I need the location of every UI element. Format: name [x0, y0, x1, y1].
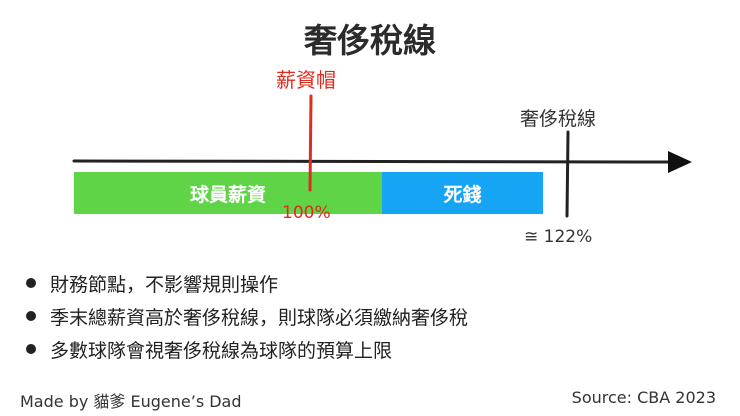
author-credit: Made by 貓爹 Eugene’s Dad [20, 392, 242, 411]
bullet-list: 財務節點，不影響規則操作 季末總薪資高於奢侈稅線，則球隊必須繳納奢侈稅 多數球隊… [26, 268, 468, 367]
bullet-dot-icon [26, 344, 36, 354]
dead-money-label: 死錢 [443, 183, 482, 206]
luxury-tax-marker [565, 130, 570, 218]
bullet-dot-icon [26, 311, 36, 321]
list-item: 季末總薪資高於奢侈稅線，則球隊必須繳納奢侈稅 [26, 301, 468, 331]
salary-cap-marker [308, 94, 313, 192]
axis-arrowhead-icon [668, 151, 692, 173]
list-item: 財務節點，不影響規則操作 [26, 268, 468, 298]
source-credit: Source: CBA 2023 [571, 388, 716, 407]
salary-cap-percent: 100% [282, 203, 331, 223]
player-salary-bar: 球員薪資 [74, 172, 382, 214]
salary-cap-label: 薪資帽 [276, 68, 336, 92]
luxury-tax-line-label: 奢侈稅線 [520, 108, 597, 130]
player-salary-label: 球員薪資 [189, 183, 266, 206]
page-title: 奢侈稅線 [304, 21, 436, 60]
bullet-text: 多數球隊會視奢侈稅線為球隊的預算上限 [50, 339, 393, 362]
luxury-tax-percent: ≅ 122% [524, 227, 593, 247]
bullet-text: 財務節點，不影響規則操作 [50, 273, 279, 296]
bullet-text: 季末總薪資高於奢侈稅線，則球隊必須繳納奢侈稅 [50, 306, 469, 329]
bullet-dot-icon [26, 278, 36, 288]
dead-money-bar: 死錢 [382, 172, 543, 214]
timeline-axis [72, 159, 674, 164]
list-item: 多數球隊會視奢侈稅線為球隊的預算上限 [26, 334, 468, 364]
